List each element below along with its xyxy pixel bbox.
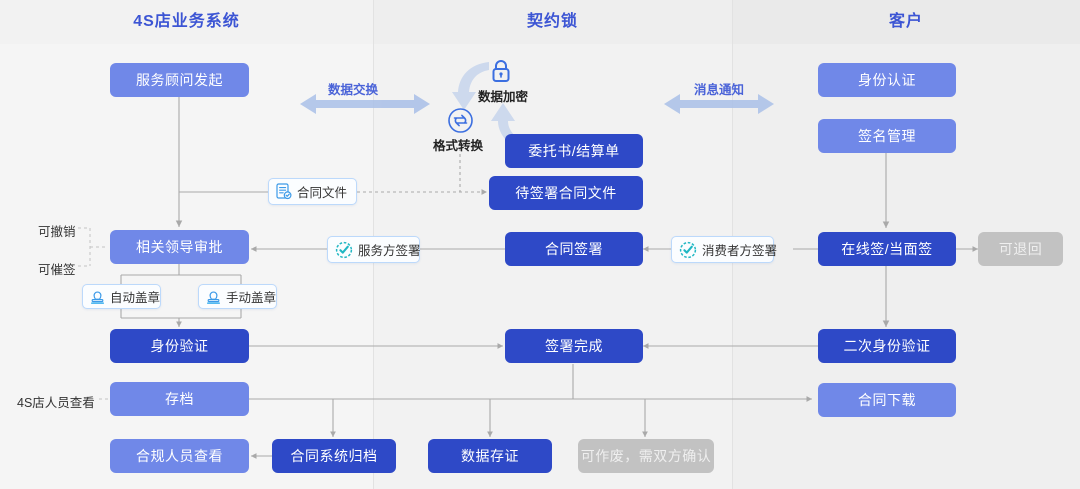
check-circle-icon — [335, 241, 353, 259]
node-signature-management[interactable]: 签名管理 — [818, 119, 956, 153]
node-pending-contract-file[interactable]: 待签署合同文件 — [489, 176, 643, 210]
node-label: 委托书/结算单 — [528, 143, 620, 159]
node-label: 身份认证 — [858, 72, 916, 88]
node-leader-approval[interactable]: 相关领导审批 — [110, 230, 249, 264]
chip-manual-stamp[interactable]: 手动盖章 — [198, 284, 277, 309]
node-voidable-note: 可作废，需双方确认 — [578, 439, 714, 473]
chip-consumer-party-sign[interactable]: 消费者方签署 — [671, 236, 778, 263]
node-entrustment-settlement[interactable]: 委托书/结算单 — [505, 134, 643, 168]
chip-service-party-sign[interactable]: 服务方签署 — [327, 236, 421, 263]
label-dealer-staff-view: 4S店人员查看 — [17, 396, 95, 410]
lock-icon — [490, 58, 512, 89]
node-label: 服务顾问发起 — [136, 72, 223, 88]
label-urge-signing: 可催签 — [38, 263, 76, 277]
chip-label: 自动盖章 — [110, 291, 161, 305]
lane-title-dealer: 4S店业务系统 — [133, 13, 240, 30]
label-data-encryption: 数据加密 — [478, 90, 529, 104]
node-label: 身份验证 — [150, 338, 209, 354]
node-label: 合同系统归档 — [290, 448, 378, 464]
node-label: 签署完成 — [545, 338, 603, 354]
chip-label: 合同文件 — [297, 186, 348, 200]
node-contract-download[interactable]: 合同下载 — [818, 383, 956, 417]
node-label: 存档 — [165, 391, 194, 407]
node-label: 合同签署 — [545, 241, 603, 257]
chip-label: 服务方签署 — [358, 244, 421, 258]
stamp-icon — [206, 289, 221, 305]
node-label: 相关领导审批 — [136, 239, 223, 255]
document-icon — [276, 183, 292, 200]
node-second-identity-verify[interactable]: 二次身份验证 — [818, 329, 956, 363]
chip-label: 手动盖章 — [226, 291, 277, 305]
sync-icon — [447, 107, 474, 139]
lane-header-dealer — [0, 0, 373, 44]
chip-auto-stamp[interactable]: 自动盖章 — [82, 284, 161, 309]
lane-title-customer: 客户 — [888, 13, 923, 30]
node-label: 数据存证 — [461, 448, 519, 464]
lane-title-qiyuesuo: 契约锁 — [526, 13, 578, 30]
node-online-or-facetoface[interactable]: 在线签/当面签 — [818, 232, 956, 266]
node-label: 二次身份验证 — [843, 338, 931, 354]
lane-header-customer — [732, 0, 1080, 44]
node-label: 合规人员查看 — [136, 448, 223, 464]
node-archive[interactable]: 存档 — [110, 382, 249, 416]
chip-contract-file[interactable]: 合同文件 — [268, 178, 357, 205]
node-identity-verification[interactable]: 身份验证 — [110, 329, 249, 363]
node-label: 签名管理 — [858, 128, 916, 144]
node-returnable-note: 可退回 — [978, 232, 1063, 266]
node-contract-signing[interactable]: 合同签署 — [505, 232, 643, 266]
chip-label: 消费者方签署 — [702, 244, 778, 258]
node-label: 可作废，需双方确认 — [580, 448, 712, 464]
label-revocable: 可撤销 — [38, 225, 76, 239]
node-compliance-view[interactable]: 合规人员查看 — [110, 439, 249, 473]
label-message-notify: 消息通知 — [694, 83, 745, 97]
node-identity-auth[interactable]: 身份认证 — [818, 63, 956, 97]
node-service-advisor-initiate[interactable]: 服务顾问发起 — [110, 63, 249, 97]
node-signing-complete[interactable]: 签署完成 — [505, 329, 643, 363]
node-label: 合同下载 — [858, 392, 916, 408]
node-label: 在线签/当面签 — [841, 241, 933, 257]
node-contract-system-archive[interactable]: 合同系统归档 — [272, 439, 396, 473]
node-label: 可退回 — [998, 241, 1043, 257]
label-data-exchange: 数据交换 — [328, 83, 379, 97]
label-format-convert: 格式转换 — [433, 139, 484, 153]
stamp-icon — [90, 289, 105, 305]
lane-header-qiyuesuo — [373, 0, 732, 44]
check-circle-icon — [679, 241, 697, 259]
node-data-evidence[interactable]: 数据存证 — [428, 439, 552, 473]
node-label: 待签署合同文件 — [515, 185, 617, 201]
